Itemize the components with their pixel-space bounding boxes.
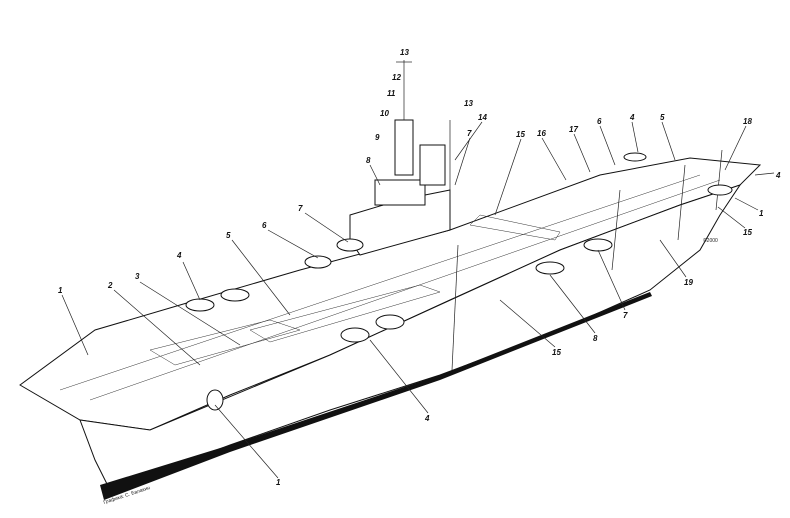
callout-5-aft: 5	[226, 231, 231, 240]
callout-16: 16	[537, 129, 546, 138]
callout-7-side: 7	[623, 311, 628, 320]
callout-19: 19	[684, 278, 693, 287]
callout-11: 11	[387, 89, 396, 98]
gun-turrets	[185, 152, 733, 411]
waterline-boot	[100, 292, 652, 500]
callout-15-side: 15	[552, 348, 561, 357]
callout-15-bow: 15	[743, 228, 752, 237]
callout-18: 18	[743, 117, 752, 126]
callout-1-stern-bottom: 1	[276, 478, 281, 487]
callout-4-fwd: 4	[629, 113, 635, 122]
island-superstructure	[349, 60, 451, 256]
callout-7-island: 7	[467, 129, 472, 138]
callout-2: 2	[107, 281, 113, 290]
callout-4-bow: 4	[775, 171, 781, 180]
callout-14: 14	[478, 113, 487, 122]
callout-4-side: 4	[424, 414, 430, 423]
callout-1-stern: 1	[58, 286, 63, 295]
callout-8-island: 8	[366, 156, 371, 165]
callout-6-fwd: 6	[597, 117, 602, 126]
callout-9: 9	[375, 133, 380, 142]
callout-1-bow: 1	[759, 209, 764, 218]
callout-12: 12	[392, 73, 401, 82]
callout-6-aft: 6	[262, 221, 267, 230]
callout-8-side: 8	[593, 334, 598, 343]
callout-15-top: 15	[516, 130, 525, 139]
callout-13-aft-mast: 13	[464, 99, 473, 108]
callout-4-aft: 4	[176, 251, 182, 260]
callout-17: 17	[569, 125, 578, 134]
callout-10: 10	[380, 109, 389, 118]
deck-lines	[59, 174, 721, 401]
callout-7-aft: 7	[298, 204, 303, 213]
callout-13-mast: 13	[400, 48, 409, 57]
leader-lines	[61, 121, 775, 479]
callout-5-fwd: 5	[660, 113, 665, 122]
masts	[451, 149, 723, 371]
callout-3: 3	[135, 272, 140, 281]
copyright-mark: ©2000	[703, 237, 718, 244]
